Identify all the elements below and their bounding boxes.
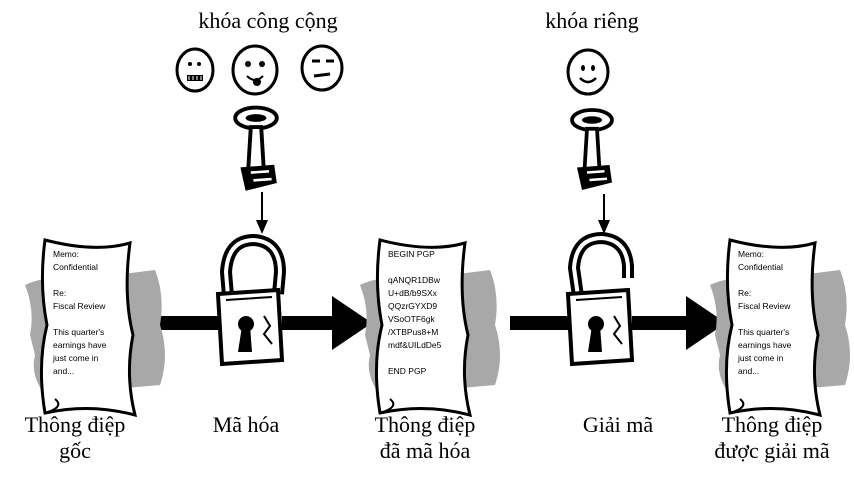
encrypted-message-line1: Thông điệp — [374, 412, 476, 437]
arrow-right-icon — [282, 296, 372, 350]
document-line: Memo: — [738, 249, 764, 259]
face-tongue-icon — [231, 44, 279, 96]
document-line: Confidential — [738, 262, 783, 272]
document-line: Re: — [738, 288, 751, 298]
arrow-down-icon — [598, 194, 610, 234]
original-message-line2: gốc — [59, 438, 91, 463]
document-line: Fiscal Review — [738, 301, 791, 311]
key-icon — [570, 108, 614, 192]
decrypt-label: Giải mã — [582, 412, 654, 437]
document-line: Re: — [53, 288, 66, 298]
document-line: END PGP — [388, 366, 427, 376]
encrypt-label: Mã hóa — [212, 412, 280, 437]
padlock-closed-icon — [216, 233, 287, 366]
document-line: QQzrGYXD9 — [388, 301, 437, 311]
face-frown-icon — [175, 47, 215, 93]
face-smile-icon — [566, 48, 610, 96]
arrow-down-icon — [256, 192, 268, 234]
original-message-line1: Thông điệp — [24, 412, 126, 437]
document-line: just come in — [737, 353, 784, 363]
document-text: BEGIN PGP qANQR1DBwU+dB/b9SXxQQzrGYXD9VSo… — [388, 249, 442, 376]
arrow-right-icon — [160, 316, 220, 330]
document-line: Confidential — [53, 262, 98, 272]
arrow-right-icon — [632, 296, 726, 350]
document-line: mdf&UILdDe5 — [388, 340, 442, 350]
document-line: just come in — [52, 353, 99, 363]
document-line: This quarter's — [738, 327, 789, 337]
padlock-open-icon — [566, 231, 634, 366]
document-line: earnings have — [53, 340, 107, 350]
public-key-label: khóa công cộng — [198, 8, 338, 33]
original-message-label: Thông điệp gốc — [0, 412, 150, 464]
document-line: BEGIN PGP — [388, 249, 435, 259]
document-line: and... — [738, 366, 759, 376]
face-neutral-icon — [300, 44, 344, 92]
arrow-right-icon — [510, 316, 570, 330]
document-line: Fiscal Review — [53, 301, 106, 311]
key-icon — [233, 105, 279, 193]
private-key-label: khóa riêng — [545, 8, 639, 33]
document-line: qANQR1DBw — [388, 275, 441, 285]
decrypted-message-line2: được giải mã — [714, 438, 830, 463]
document-line: This quarter's — [53, 327, 104, 337]
encrypted-message-label: Thông điệp đã mã hóa — [350, 412, 500, 464]
document-icon: BEGIN PGP qANQR1DBwU+dB/b9SXxQQzrGYXD9VSo… — [358, 238, 502, 417]
decrypted-message-label: Thông điệp được giải mã — [690, 412, 854, 464]
document-line: and... — [53, 366, 74, 376]
encrypted-message-line2: đã mã hóa — [379, 438, 471, 463]
document-line: earnings have — [738, 340, 792, 350]
document-line: Memo: — [53, 249, 79, 259]
document-line: U+dB/b9SXx — [388, 288, 438, 298]
document-line: VSoOTF6gk — [388, 314, 436, 324]
decrypted-message-line1: Thông điệp — [721, 412, 823, 437]
document-line: /XTBPus8+M — [388, 327, 438, 337]
